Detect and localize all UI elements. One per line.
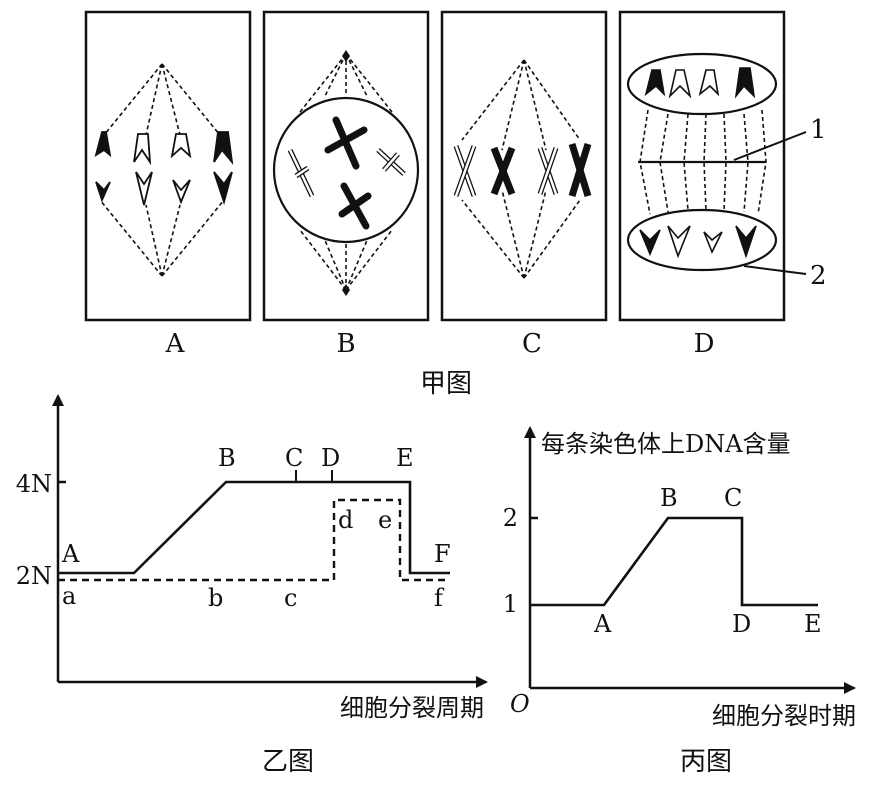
yi-point-a: a — [62, 582, 76, 610]
panel-b-label: B — [336, 329, 355, 359]
bing-tick-label-2: 2 — [503, 504, 518, 532]
yi-point-d: d — [338, 506, 353, 534]
panel-b: B — [262, 10, 430, 359]
yi-point-F: F — [434, 540, 451, 568]
panel-b-chromosomes — [287, 116, 406, 230]
jia-caption: 甲图 — [420, 369, 472, 399]
yi-point-B: B — [218, 444, 236, 472]
yi-tick-label-4n: 4N — [16, 470, 52, 498]
yi-dashed-curve — [58, 498, 450, 582]
yi-point-e: e — [378, 506, 392, 534]
panel-c-spindle — [461, 59, 581, 279]
panel-d-bottom-nucleus — [626, 208, 778, 272]
yi-point-D: D — [321, 444, 340, 472]
panel-c: C — [440, 10, 608, 359]
yi-point-f: f — [434, 584, 445, 612]
yi-point-c: c — [284, 584, 297, 612]
bing-curve — [530, 516, 818, 607]
bing-origin-label: O — [510, 690, 530, 718]
yi-caption: 乙图 — [262, 747, 314, 777]
centriole-top-icon — [342, 50, 350, 62]
panel-d-frame — [618, 10, 786, 322]
bing-point-D: D — [732, 610, 751, 638]
bing-y-label: 每条染色体上DNA含量 — [541, 430, 791, 458]
yi-point-C: C — [285, 444, 303, 472]
yi-figure: 4N 2N A B C D E F a b c d e f 细胞分裂周期 乙图 — [16, 394, 488, 777]
panel-d-label: D — [694, 329, 715, 359]
bing-point-A: A — [593, 610, 612, 638]
panel-d-chromosomes — [639, 67, 757, 259]
panel-d: 1 2 D — [618, 10, 827, 359]
panel-a-label: A — [165, 329, 186, 359]
bing-point-C: C — [724, 484, 742, 512]
panel-a-frame — [84, 10, 252, 322]
callout-2-label: 2 — [810, 261, 827, 291]
bing-figure: 每条染色体上DNA含量 2 1 O A B C D E 细胞分裂时期 丙图 — [503, 426, 856, 777]
callout-2-leader — [743, 265, 807, 275]
panel-a-chromosomes — [94, 131, 234, 206]
panel-c-label: C — [522, 329, 542, 359]
panel-c-chromosomes — [453, 142, 592, 198]
yi-solid-curve — [58, 480, 450, 575]
bing-tick-label-1: 1 — [503, 590, 518, 618]
bing-point-B: B — [660, 484, 678, 512]
yi-point-E: E — [396, 444, 414, 472]
bing-caption: 丙图 — [680, 747, 732, 777]
bing-x-label: 细胞分裂时期 — [712, 702, 856, 730]
panel-c-frame — [440, 10, 608, 322]
bing-point-E: E — [804, 610, 822, 638]
panel-b-spindle — [299, 53, 393, 291]
panel-a-spindle — [99, 63, 225, 277]
callout-1-label: 1 — [810, 115, 827, 145]
yi-point-A: A — [61, 540, 80, 568]
panel-b-nucleus — [272, 96, 420, 244]
yi-point-b: b — [208, 584, 223, 612]
panel-a: A — [84, 10, 252, 359]
callout-1-leader — [733, 131, 807, 161]
yi-tick-label-2n: 2N — [16, 562, 52, 590]
yi-x-label: 细胞分裂周期 — [340, 694, 484, 722]
centriole-bottom-icon — [342, 284, 350, 296]
panel-b-frame — [262, 10, 430, 322]
jia-figure: A — [84, 10, 827, 399]
